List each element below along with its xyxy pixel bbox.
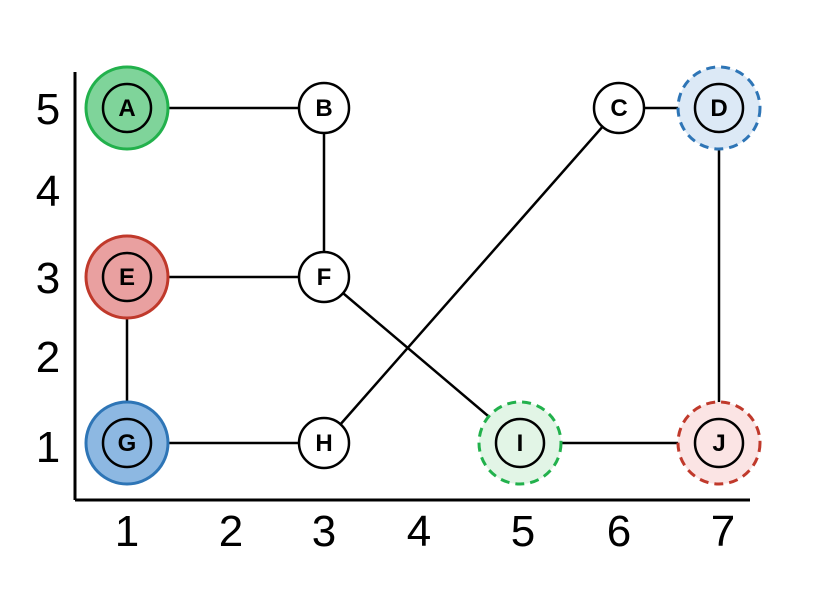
node-label: D xyxy=(710,95,727,122)
y-tick-label: 4 xyxy=(36,167,60,216)
y-tick-label: 5 xyxy=(36,85,60,134)
node-label: C xyxy=(610,95,627,122)
node-halo xyxy=(84,400,170,486)
node-label: F xyxy=(317,264,332,291)
node-label: B xyxy=(315,95,332,122)
nodes-layer: A B C D E F G H I J xyxy=(84,65,762,486)
node-c: C xyxy=(592,81,646,135)
node-label: I xyxy=(517,430,524,457)
node-h: H xyxy=(297,416,351,470)
edge-f-i xyxy=(323,276,521,444)
y-tick-label: 3 xyxy=(36,254,60,303)
node-d: D xyxy=(676,65,762,151)
node-label: G xyxy=(118,430,137,457)
node-f: F xyxy=(297,250,351,304)
node-circle xyxy=(693,82,745,134)
node-j: J xyxy=(676,400,762,486)
node-i: I xyxy=(477,400,563,486)
node-circle xyxy=(101,251,153,303)
edges-layer xyxy=(125,106,721,445)
node-halo xyxy=(84,234,170,320)
node-halo xyxy=(477,400,563,486)
y-tick-label: 1 xyxy=(36,423,60,472)
node-circle xyxy=(297,416,351,470)
node-halo xyxy=(84,65,170,151)
node-a: A xyxy=(84,65,170,151)
node-label: E xyxy=(119,264,135,291)
x-tick-label: 4 xyxy=(407,507,431,556)
node-circle xyxy=(101,82,153,134)
y-axis-tick-labels: 1 2 3 4 5 xyxy=(36,85,60,472)
x-tick-label: 5 xyxy=(511,507,535,556)
x-tick-label: 2 xyxy=(219,507,243,556)
node-circle xyxy=(297,250,351,304)
x-tick-label: 7 xyxy=(711,507,735,556)
node-halo xyxy=(676,400,762,486)
node-halo xyxy=(676,65,762,151)
x-tick-label: 1 xyxy=(115,507,139,556)
x-axis-tick-labels: 1 2 3 4 5 6 7 xyxy=(115,507,735,556)
node-b: B xyxy=(297,81,351,135)
node-circle xyxy=(592,81,646,135)
node-e: E xyxy=(84,234,170,320)
node-circle xyxy=(297,81,351,135)
node-g: G xyxy=(84,400,170,486)
node-label: A xyxy=(118,95,135,122)
y-tick-label: 2 xyxy=(36,333,60,382)
node-label: H xyxy=(315,430,332,457)
x-tick-label: 3 xyxy=(312,507,336,556)
node-circle xyxy=(693,417,745,469)
x-tick-label: 6 xyxy=(607,507,631,556)
node-circle xyxy=(101,417,153,469)
edge-h-c xyxy=(323,107,620,444)
node-label: J xyxy=(712,430,725,457)
node-circle xyxy=(494,417,546,469)
